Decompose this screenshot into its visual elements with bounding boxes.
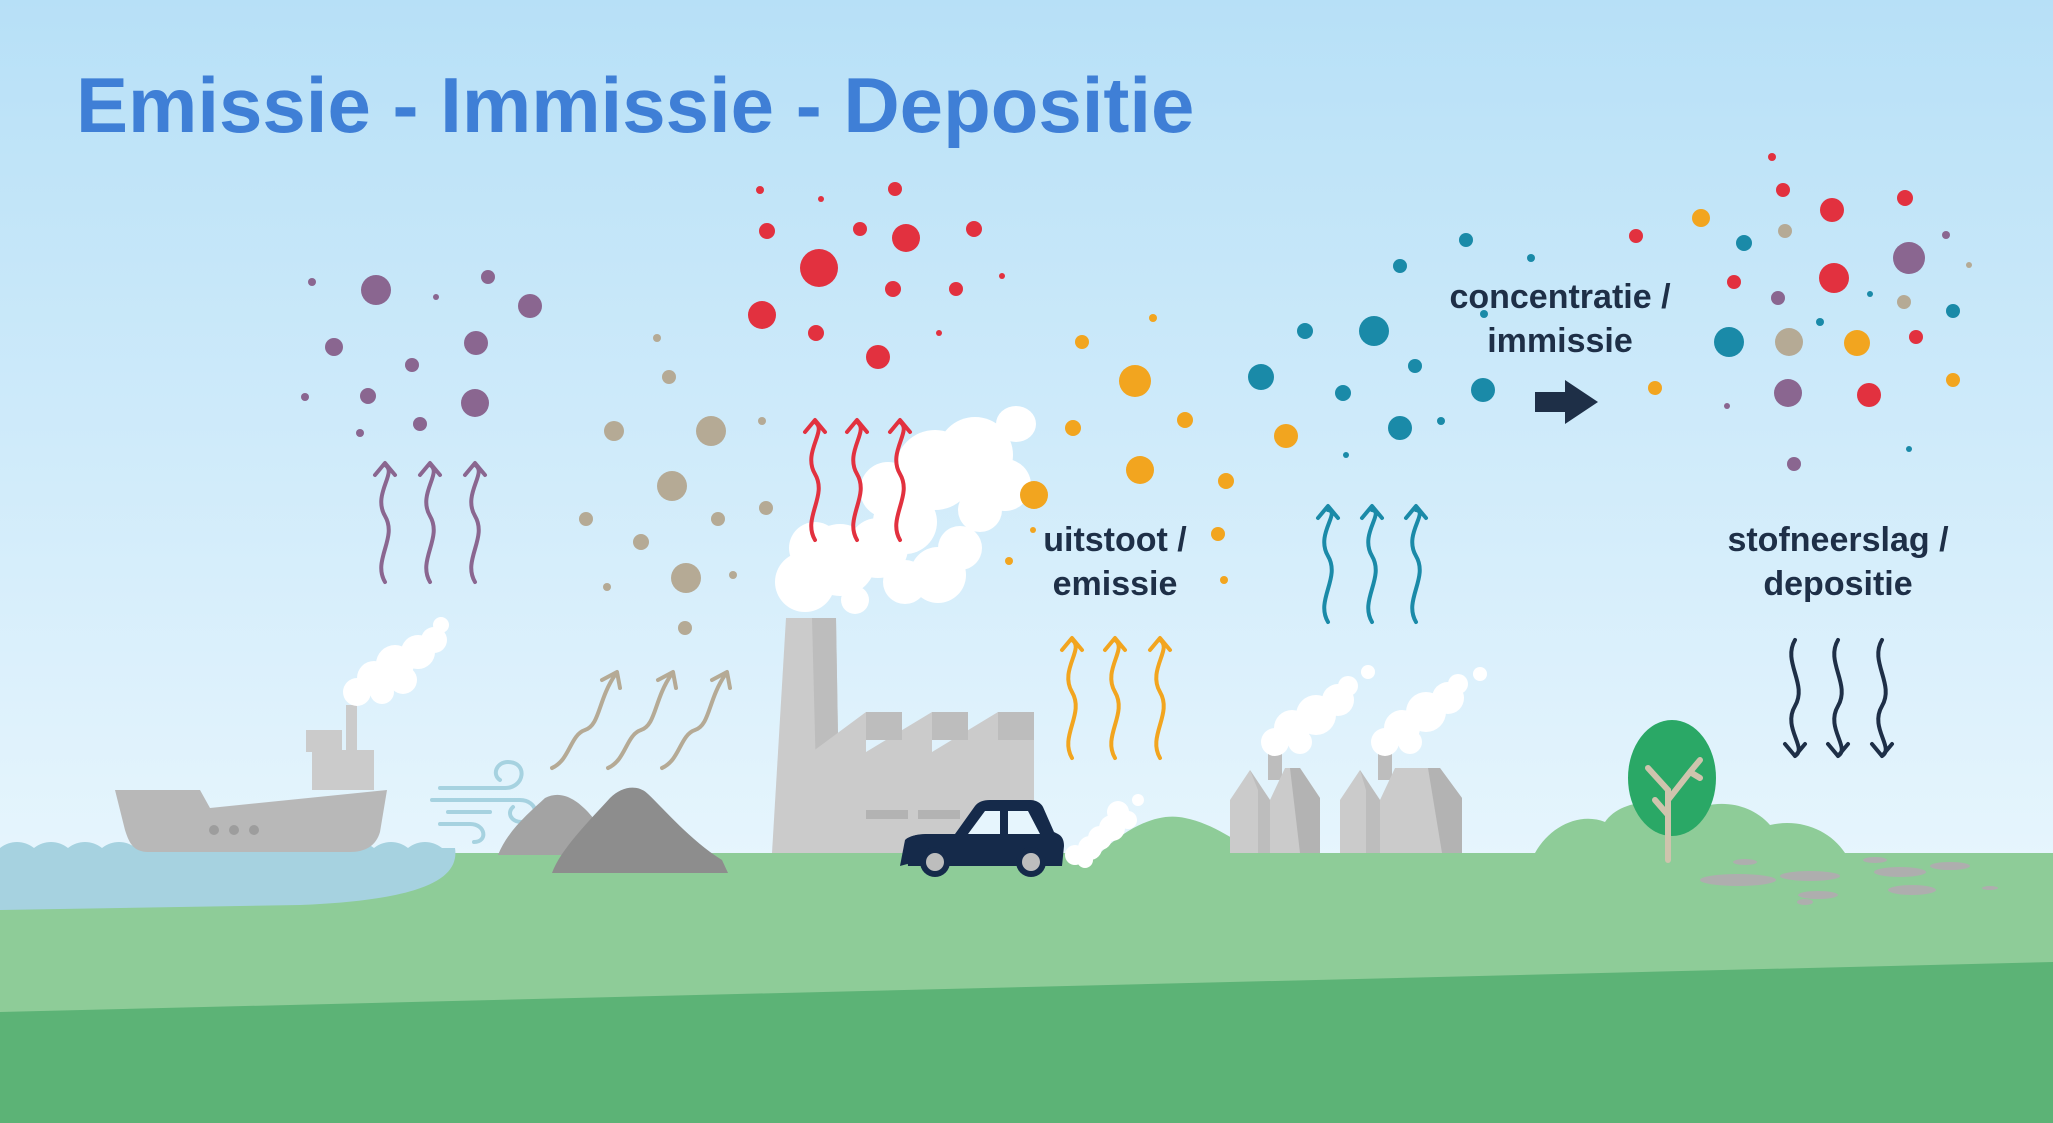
water [0, 842, 456, 910]
factory-icon [1230, 750, 1462, 853]
deposition-label-line2: depositie [1763, 565, 1912, 603]
emission-label-line1: uitstoot / [1043, 521, 1187, 559]
factory-smoke [1261, 665, 1487, 756]
concentration-label-line1: concentratie / [1449, 278, 1671, 316]
mixed-particles [1629, 153, 1972, 471]
wavy-down-arrow-icon [1783, 638, 1894, 758]
wavy-up-arrow-icon [373, 461, 487, 584]
wavy-up-arrow-icon [1060, 636, 1172, 760]
wavy-up-arrow-icon [803, 418, 912, 542]
concentration-label-line2: immissie [1487, 322, 1633, 360]
power-plant-smoke [775, 406, 1036, 614]
wavy-up-arrow-icon [550, 670, 732, 770]
deposition-label: stofneerslag / depositie [1727, 521, 1949, 603]
sand-pile-icon [498, 787, 728, 873]
teal-particles [1248, 233, 1535, 458]
purple-particles [301, 270, 542, 437]
deposited-dust [1700, 857, 1998, 905]
tree-icon [1628, 720, 1716, 863]
arrow-right-icon [1535, 380, 1598, 424]
orange-particles [1005, 314, 1298, 584]
deposition-label-line1: stofneerslag / [1727, 521, 1949, 559]
ship-smoke [343, 617, 449, 706]
concentration-label: concentratie / immissie [1449, 278, 1671, 360]
emission-label: uitstoot / emissie [1043, 521, 1187, 603]
ship-icon [115, 705, 387, 852]
page-title: Emissie - Immissie - Depositie [76, 61, 1194, 149]
car-icon [900, 800, 1064, 877]
car-exhaust [1065, 794, 1144, 868]
grass-dark [0, 962, 2053, 1123]
red-particles [748, 182, 1005, 369]
beige-particles [579, 334, 773, 635]
emission-label-line2: emissie [1053, 565, 1178, 603]
wavy-up-arrow-icon [1316, 504, 1428, 624]
